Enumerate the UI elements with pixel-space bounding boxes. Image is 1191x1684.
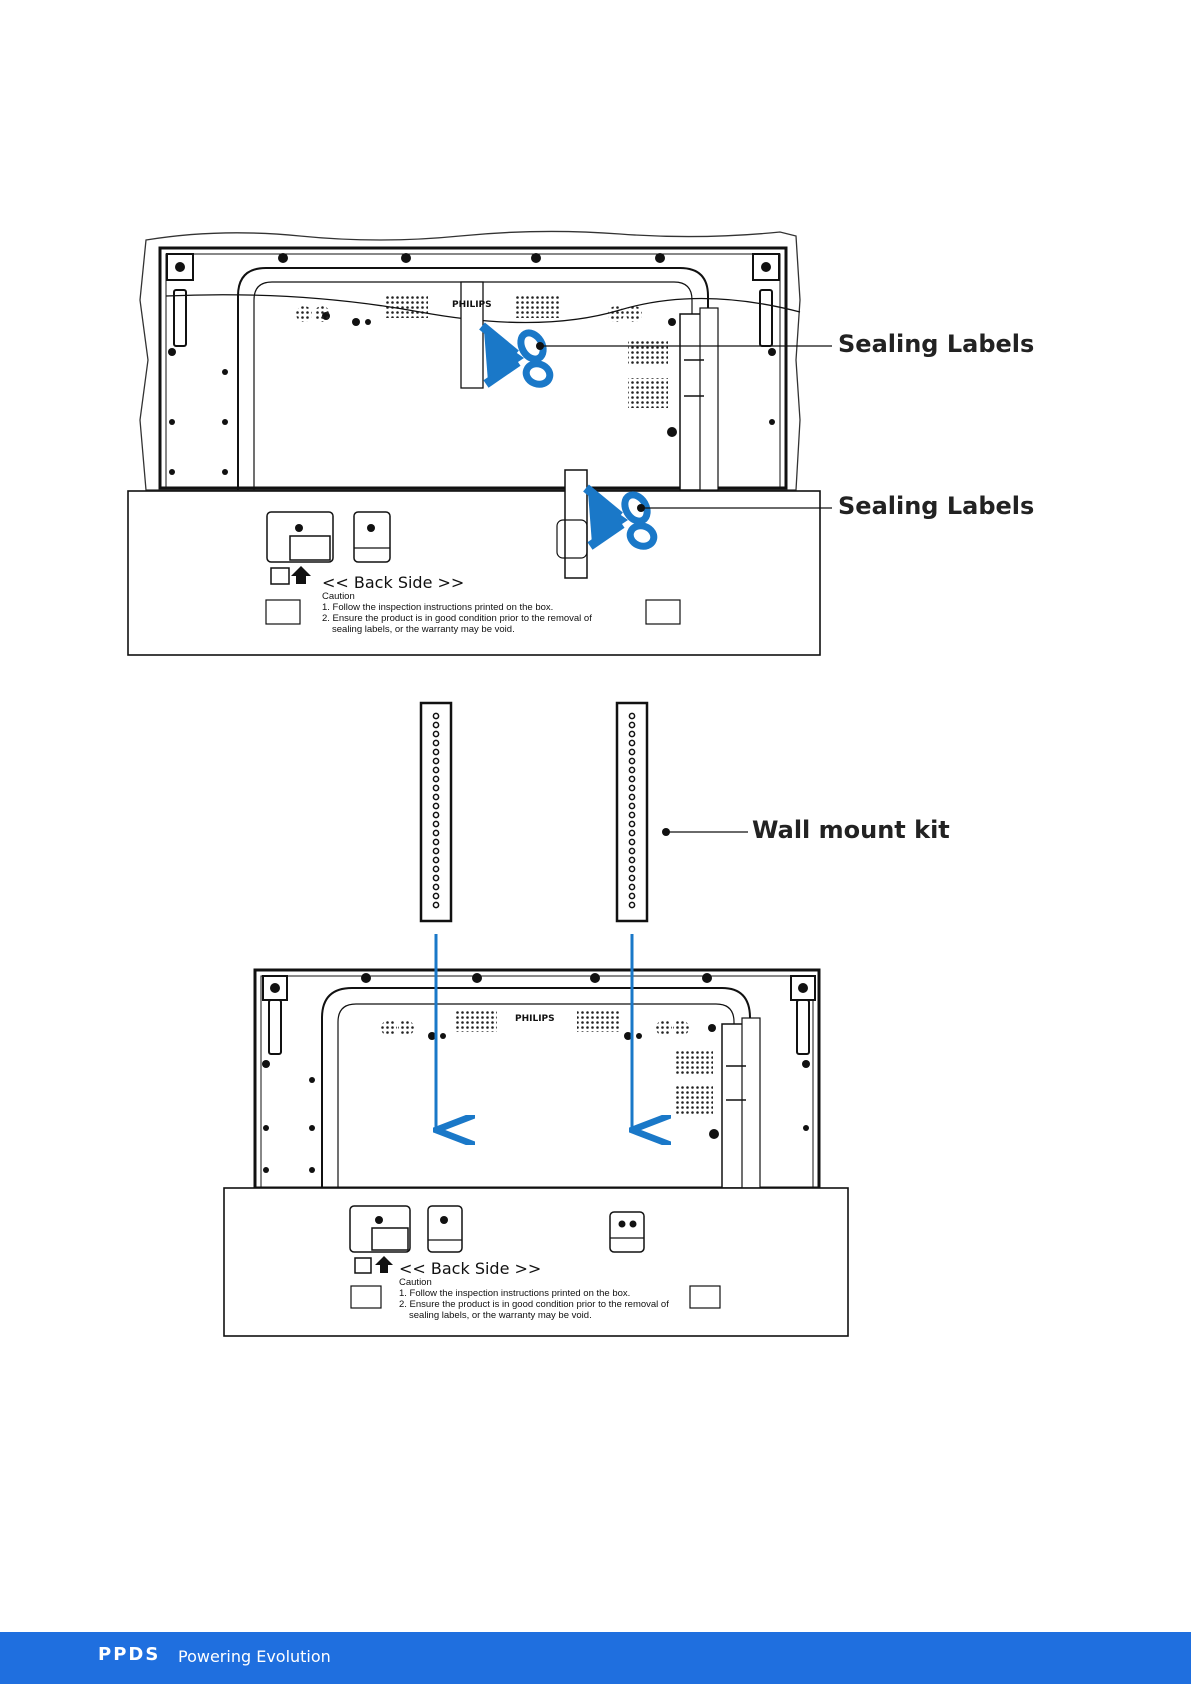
mount-hole [628,892,636,900]
mount-hole [628,721,636,729]
panel-logo-top: PHILIPS [452,300,492,310]
mount-hole [432,874,440,882]
mount-hole [432,901,440,909]
mount-hole [432,784,440,792]
caution-line-1: 1. Follow the inspection instructions pr… [399,1288,631,1300]
mount-hole [432,748,440,756]
mount-hole [628,811,636,819]
ppds-logo: PPDS [98,1644,161,1665]
mount-hole [432,721,440,729]
wall-mount-kit [419,701,748,923]
mount-hole [628,847,636,855]
mount-hole [628,748,636,756]
top-illustration [127,230,832,656]
caution-line-3: sealing labels, or the warranty may be v… [409,1310,592,1322]
mount-hole [432,811,440,819]
mount-hole [628,874,636,882]
mount-hole [432,793,440,801]
mount-hole [628,793,636,801]
mount-hole [628,739,636,747]
mount-hole [628,712,636,720]
mount-hole [628,730,636,738]
caution-line-3: sealing labels, or the warranty may be v… [332,624,515,636]
mount-hole [432,838,440,846]
mount-hole [628,802,636,810]
mount-hole [628,901,636,909]
mount-hole [432,865,440,873]
mount-hole [432,766,440,774]
mount-hole [628,757,636,765]
box-text-bottom: << Back Side >> Caution 1. Follow the in… [399,1259,669,1322]
mount-hole [432,712,440,720]
caution-label: Caution [399,1277,432,1289]
sealing-labels-callout-2: Sealing Labels [838,492,1035,520]
mount-hole [628,775,636,783]
mount-hole [628,865,636,873]
box-text-top: << Back Side >> Caution 1. Follow the in… [322,573,592,636]
mount-hole [628,838,636,846]
mount-hole [432,820,440,828]
wall-mount-kit-callout: Wall mount kit [752,816,950,844]
mount-hole [432,847,440,855]
panel-logo-bottom: PHILIPS [515,1014,555,1024]
mount-hole [432,757,440,765]
mount-hole [432,883,440,891]
mount-hole [628,784,636,792]
mount-hole [432,739,440,747]
mount-hole [432,775,440,783]
mount-hole [628,883,636,891]
mount-hole [628,820,636,828]
mount-hole [432,829,440,837]
mount-hole [432,856,440,864]
caution-line-1: 1. Follow the inspection instructions pr… [322,602,554,614]
mount-hole [628,856,636,864]
mount-hole [432,892,440,900]
mount-hole [432,730,440,738]
footer-tagline: Powering Evolution [178,1647,331,1666]
bottom-illustration [223,934,849,1337]
back-side-label: << Back Side >> [399,1259,542,1278]
footer-bar: PPDS Powering Evolution [0,1632,1191,1684]
back-side-label: << Back Side >> [322,573,465,592]
sealing-labels-callout-1: Sealing Labels [838,330,1035,358]
mount-hole [628,766,636,774]
caution-line-2: 2. Ensure the product is in good conditi… [399,1299,669,1311]
caution-line-2: 2. Ensure the product is in good conditi… [322,613,592,625]
mount-hole [628,829,636,837]
mount-hole [432,802,440,810]
caution-label: Caution [322,591,355,603]
